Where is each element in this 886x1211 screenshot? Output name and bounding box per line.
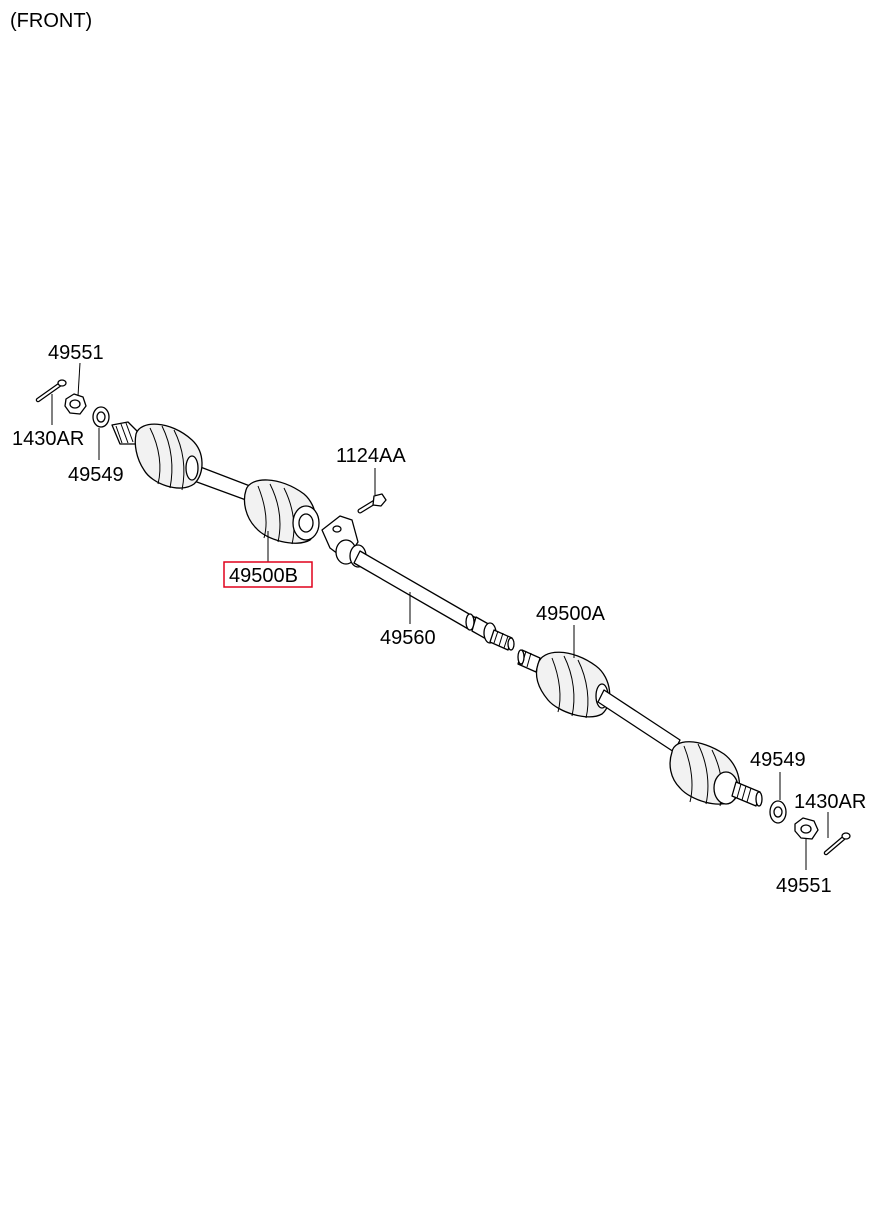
label-washer-right: 49549 bbox=[750, 749, 806, 771]
label-shaft-b: 49500B bbox=[229, 565, 298, 587]
label-shaft-a: 49500A bbox=[536, 603, 606, 625]
label-pin-right: 1430AR bbox=[794, 791, 866, 813]
label-intermediate-shaft: 49560 bbox=[380, 627, 436, 649]
washer-right bbox=[769, 800, 787, 824]
label-nut-right: 49551 bbox=[776, 875, 832, 897]
label-nut-left: 49551 bbox=[48, 342, 104, 364]
bolt-1124aa bbox=[357, 493, 387, 514]
castle-nut-left bbox=[64, 393, 87, 415]
label-washer-left: 49549 bbox=[68, 464, 124, 486]
split-pin-left bbox=[35, 379, 67, 403]
highlight-box-49500b bbox=[223, 561, 313, 588]
label-bolt: 1124AA bbox=[336, 445, 406, 467]
drive-shaft-assembly-b bbox=[111, 421, 320, 545]
washer-left bbox=[92, 406, 110, 428]
split-pin-right bbox=[823, 832, 851, 856]
front-view-label: (FRONT) bbox=[10, 10, 92, 32]
leader-nut-left bbox=[77, 362, 81, 397]
intermediate-shaft bbox=[321, 515, 515, 651]
castle-nut-right bbox=[794, 817, 819, 840]
drive-shaft-assembly-a bbox=[517, 649, 763, 807]
label-pin-left: 1430AR bbox=[12, 428, 84, 450]
